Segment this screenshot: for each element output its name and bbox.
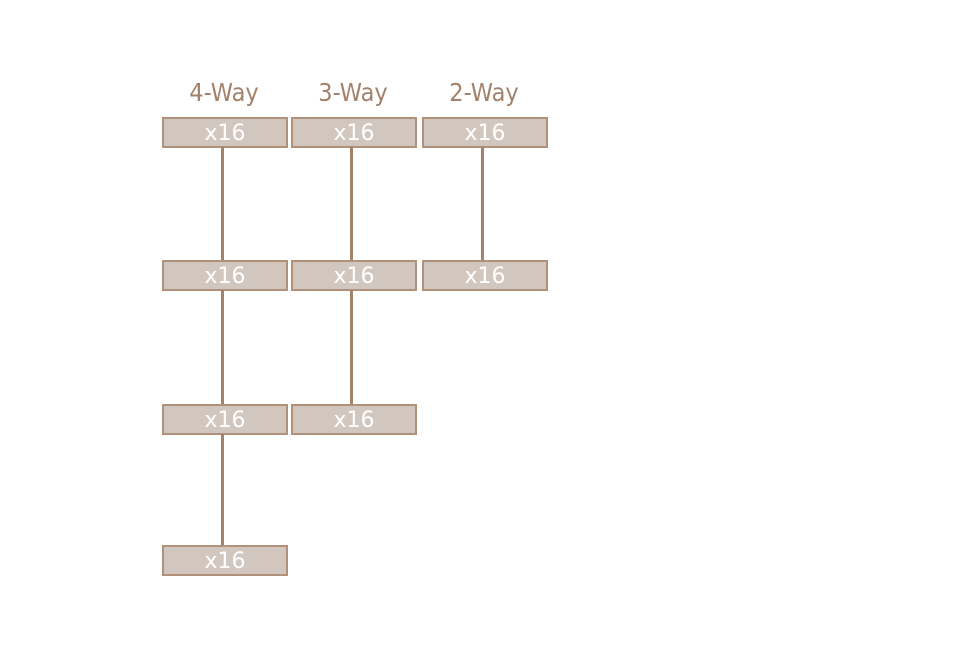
connector-line <box>221 290 224 404</box>
connector-line <box>350 147 353 260</box>
column-title: 2-Way <box>449 78 519 107</box>
column-title: 3-Way <box>318 78 388 107</box>
x16-node-box: x16 <box>162 260 288 291</box>
x16-node-box: x16 <box>162 404 288 435</box>
column-title: 4-Way <box>189 78 259 107</box>
connector-line <box>221 147 224 260</box>
x16-node-box: x16 <box>162 545 288 576</box>
x16-node-box: x16 <box>291 404 417 435</box>
x16-node-box: x16 <box>422 260 548 291</box>
x16-node-box: x16 <box>162 117 288 148</box>
connector-line <box>221 434 224 545</box>
x16-node-box: x16 <box>422 117 548 148</box>
connector-line <box>350 290 353 404</box>
x16-node-box: x16 <box>291 117 417 148</box>
x16-node-box: x16 <box>291 260 417 291</box>
connector-line <box>481 147 484 260</box>
